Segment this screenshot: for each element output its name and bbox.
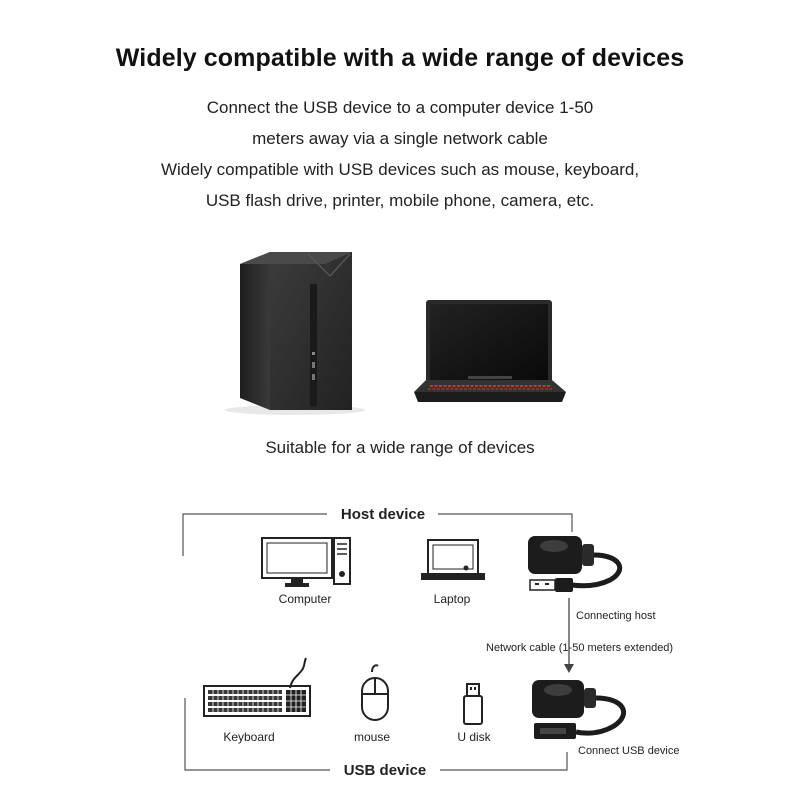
desktop-tower-image (225, 252, 365, 415)
device-adapter-icon (532, 680, 627, 739)
usb-bracket (184, 698, 568, 771)
connection-diagram: Host device Computer Laptop Connecting h… (182, 506, 680, 779)
udisk-icon (463, 683, 483, 725)
connecting-host-label: Connecting host (576, 610, 656, 622)
network-cable-arrow (564, 598, 574, 673)
device-photos (225, 252, 566, 415)
description-line: meters away via a single network cable (252, 129, 548, 148)
keyboard-label: Keyboard (223, 730, 274, 744)
page-title: Widely compatible with a wide range of d… (115, 44, 685, 72)
host-adapter-icon (528, 536, 623, 592)
mouse-label: mouse (354, 730, 390, 744)
description-line: USB flash drive, printer, mobile phone, … (205, 191, 595, 210)
mouse-icon (361, 664, 389, 721)
usb-device-title: USB device (344, 762, 427, 779)
connect-usb-label: Connect USB device (578, 745, 680, 757)
description-line: Widely compatible with USB devices such … (160, 160, 640, 179)
keyboard-icon (203, 657, 311, 717)
laptop-icon (421, 539, 485, 580)
host-device-title: Host device (341, 506, 425, 523)
laptop-label: Laptop (434, 592, 471, 606)
laptop-image (414, 300, 566, 402)
photos-caption: Suitable for a wide range of devices (265, 438, 535, 457)
description: Connect the USB device to a computer dev… (0, 92, 800, 216)
description-line: Connect the USB device to a computer dev… (206, 98, 594, 117)
host-bracket (182, 513, 573, 556)
computer-label: Computer (279, 592, 332, 606)
network-cable-label: Network cable (1-50 meters extended) (486, 642, 673, 654)
computer-icon (261, 537, 351, 587)
udisk-label: U disk (457, 730, 491, 744)
